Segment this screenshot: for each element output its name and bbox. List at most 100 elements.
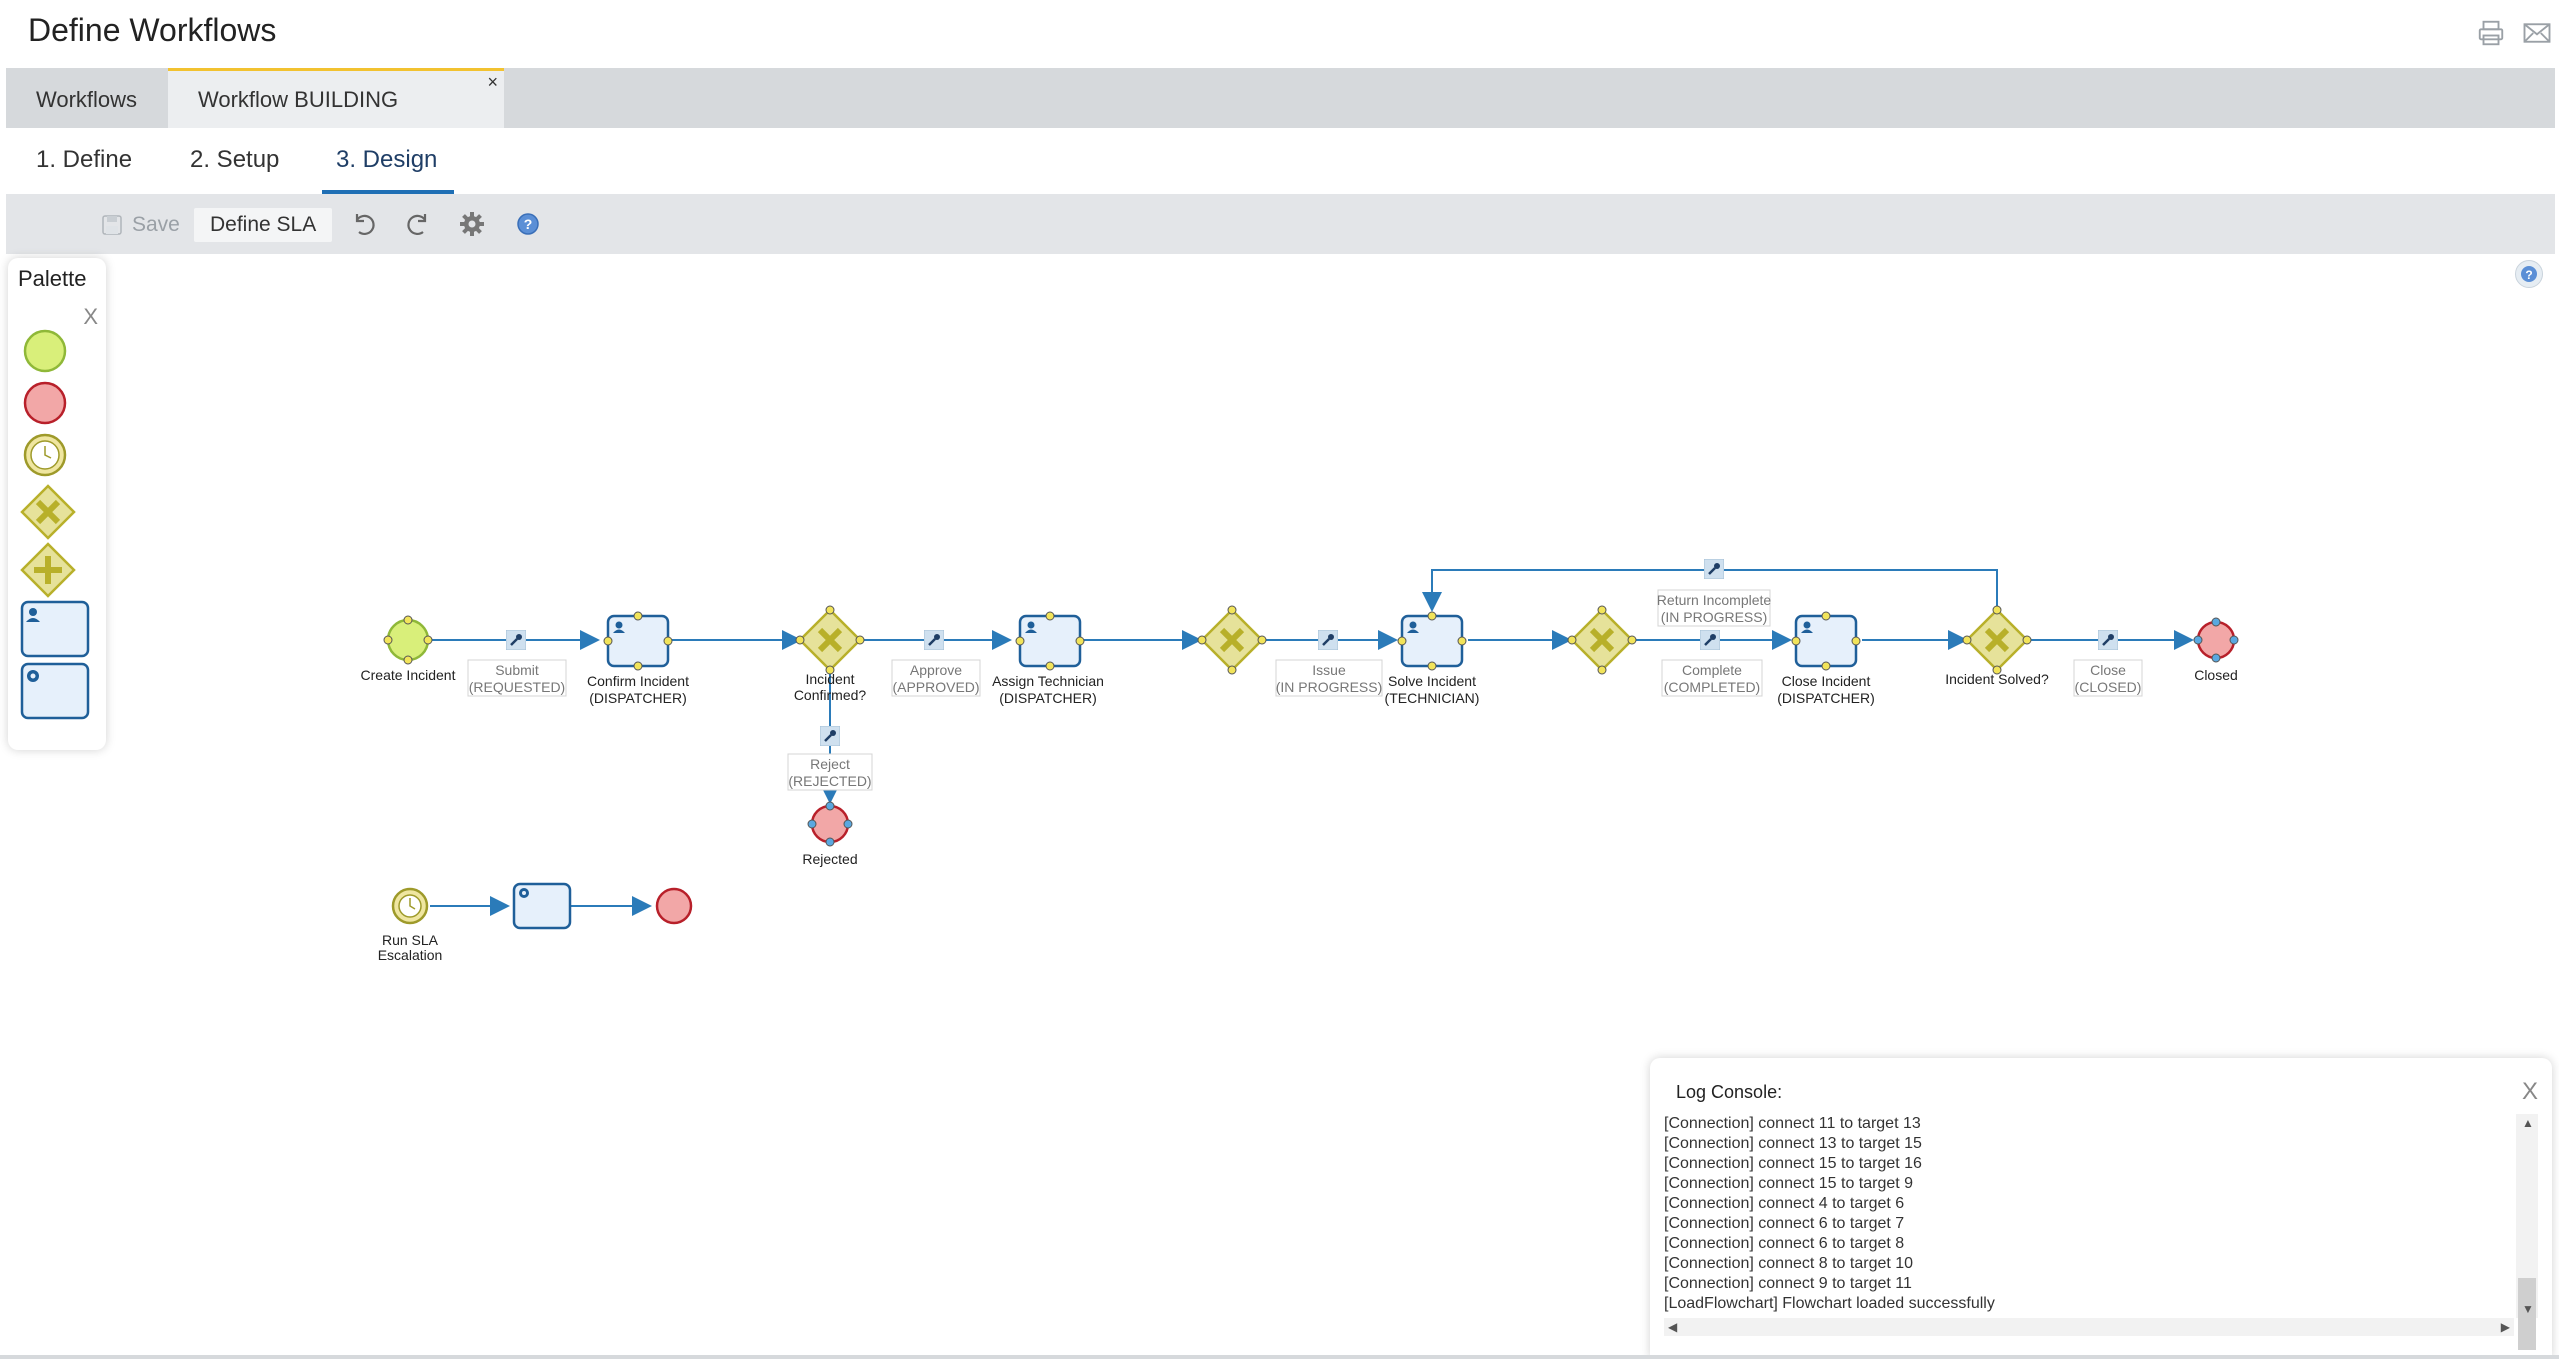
flow-approve-wrench-icon[interactable] [924,630,944,650]
step-define[interactable]: 1. Define [36,146,133,173]
log-console-body: [Connection] connect 11 to target 13 [Co… [1664,1114,2514,1318]
define-sla-button[interactable]: Define SLA [194,208,333,242]
scroll-left-icon[interactable]: ◀ [1668,1320,1678,1334]
task-solve-incident[interactable] [1397,611,1467,671]
log-line: [Connection] connect 11 to target 13 [1664,1115,1921,1132]
flow-return-label: Return Incomplete [1657,592,1772,608]
service-task-sla[interactable] [512,882,572,930]
palette-panel: Palette X [8,258,106,750]
log-line: [Connection] connect 6 to target 7 [1664,1215,1905,1232]
node-run-sla-label: Run SLA [382,932,439,948]
palette-start-event[interactable] [20,326,70,376]
undo-icon[interactable] [348,208,380,240]
flow-submit-status: (REQUESTED) [469,679,565,695]
flow-submit-wrench-icon[interactable] [506,630,526,650]
canvas-help-icon[interactable]: ? [2515,260,2543,288]
flow-close-label-box [2073,659,2143,697]
print-icon[interactable] [2476,18,2506,48]
node-close-incident-label: Close Incident [1782,673,1871,689]
flow-reject-wrench-icon[interactable] [820,726,840,746]
log-line: [Connection] connect 9 to target 11 [1664,1275,1912,1292]
end-event-sla[interactable] [655,887,693,925]
save-label: Save [132,213,180,236]
node-solve-incident-role: (TECHNICIAN) [1385,690,1480,706]
log-horizontal-scrollbar[interactable]: ◀ ▶ [1664,1318,2514,1336]
node-closed-label: Closed [2194,667,2238,683]
flow-return-status: (IN PROGRESS) [1661,609,1768,625]
node-close-incident-role: (DISPATCHER) [1777,690,1874,706]
palette-parallel-gateway[interactable] [20,542,76,598]
node-run-sla-label-2: Escalation [378,947,443,963]
flow-reject-label-box [787,753,873,791]
flow-complete-wrench-icon[interactable] [1700,630,1720,650]
flow-approve-label: Approve [910,662,962,678]
flow-submit-label: Submit [495,662,539,678]
log-console: Log Console: X [Connection] connect 11 t… [1650,1058,2552,1358]
start-event-create-incident[interactable] [383,615,433,665]
flow-close-label: Close [2090,662,2126,678]
tab-workflows[interactable]: Workflows [36,87,138,112]
log-line: [Connection] connect 8 to target 10 [1664,1255,1914,1272]
flow-issue-label: Issue [1312,662,1346,678]
flow-complete-label: Complete [1682,662,1742,678]
step-setup[interactable]: 2. Setup [190,146,280,173]
palette-service-task[interactable] [20,662,90,720]
log-console-title: Log Console: [1676,1082,1783,1102]
step-tabs: 1. Define 2. Setup 3. Design [6,128,2555,194]
palette-exclusive-gateway[interactable] [20,484,76,540]
flow-close-wrench-icon[interactable] [2098,630,2118,650]
redo-icon[interactable] [402,208,434,240]
save-button[interactable]: Save [96,208,180,242]
task-close-incident[interactable] [1791,611,1861,671]
flow-reject-label: Reject [810,756,850,772]
flow-return-wrench-icon[interactable] [1704,559,1724,579]
log-line: [LoadFlowchart] Flowchart loaded success… [1664,1295,1995,1312]
timer-event-run-sla[interactable] [391,887,429,925]
flow-submit-label-box [467,659,567,697]
scroll-down-icon[interactable]: ▼ [2522,1302,2534,1316]
node-confirm-incident-role: (DISPATCHER) [589,690,686,706]
mail-icon[interactable] [2522,18,2552,48]
task-assign-technician[interactable] [1015,611,1085,671]
flow-complete-status: (COMPLETED) [1664,679,1760,695]
log-line: [Connection] connect 15 to target 9 [1664,1175,1914,1192]
palette-timer-event[interactable] [20,430,70,480]
log-console-close-button[interactable]: X [2521,1078,2538,1105]
gateway-incident-solved[interactable] [1962,605,2032,675]
tab-bar: Workflows Workflow BUILDING ALARM × [6,68,2555,170]
palette-end-event[interactable] [20,378,70,428]
flow-issue-status: (IN PROGRESS) [1276,679,1383,695]
palette-close-button[interactable]: X [83,304,98,329]
node-create-incident-label: Create Incident [361,667,456,683]
log-vertical-scrollbar[interactable]: ▲ ▼ [2516,1114,2538,1350]
gateway-incident-confirmed[interactable] [795,605,865,675]
help-icon[interactable]: ? [512,208,544,240]
save-icon [102,215,122,235]
settings-gear-icon[interactable] [456,208,488,240]
scroll-right-icon[interactable]: ▶ [2500,1320,2510,1334]
bottom-border [0,1355,2559,1359]
node-incident-confirmed-label: Incident [805,671,854,687]
gateway-unlabeled-2[interactable] [1567,605,1637,675]
palette-user-task[interactable] [20,600,90,658]
flow-approve-status: (APPROVED) [892,679,979,695]
gateway-unlabeled-1[interactable] [1197,605,1267,675]
svg-text:?: ? [524,216,533,232]
task-confirm-incident[interactable] [603,611,673,671]
flow-issue-wrench-icon[interactable] [1318,630,1338,650]
scroll-up-icon[interactable]: ▲ [2522,1116,2534,1130]
flow-approve-label-box [891,659,981,697]
node-incident-confirmed-label-2: Confirmed? [794,687,867,703]
node-assign-technician-label: Assign Technician [992,673,1104,689]
log-scroll-thumb[interactable] [2518,1278,2536,1350]
flow-close-status: (CLOSED) [2075,679,2142,695]
tab-close-icon[interactable]: × [487,72,498,92]
end-event-closed[interactable] [2193,617,2239,663]
log-line: [Connection] connect 6 to target 8 [1664,1235,1905,1252]
palette-title: Palette [18,266,87,291]
end-event-rejected[interactable] [807,801,853,847]
tab-workflow-building-alarm[interactable]: Workflow BUILDING ALARM × [168,68,504,170]
toolbar: Save Define SLA ? [6,194,2555,254]
step-design[interactable]: 3. Design [322,128,454,194]
